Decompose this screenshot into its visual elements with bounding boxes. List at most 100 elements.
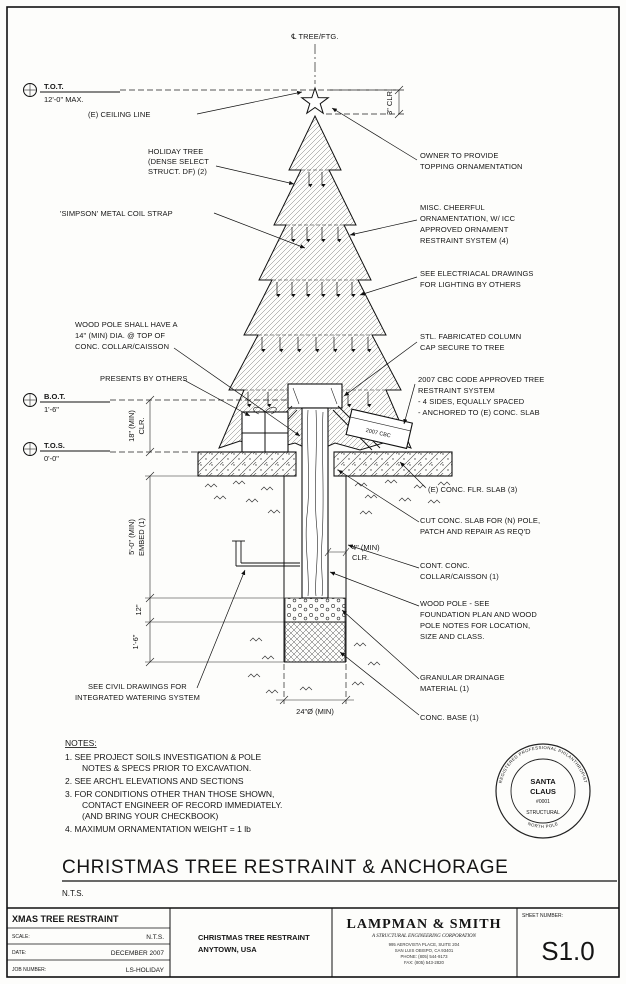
dim-embed: 5'-0" (MIN) EMBED (1) 12" 1'-6" xyxy=(127,471,284,667)
sheet-border xyxy=(6,6,620,978)
dim-embed-text: 5'-0" (MIN) xyxy=(127,519,136,555)
tot-value: 12'-0" MAX. xyxy=(44,95,84,104)
sheet-number-value: S1.0 xyxy=(541,936,595,966)
detail-title-text: CHRISTMAS TREE RESTRAINT & ANCHORAGE xyxy=(62,857,508,878)
scale-value: N.T.S. xyxy=(146,934,164,941)
ornament-label-1: MISC. CHEERFUL xyxy=(420,203,485,212)
seal-name-2: CLAUS xyxy=(530,787,556,796)
wood-pole-label: WOOD POLE - SEE FOUNDATION PLAN AND WOOD… xyxy=(420,599,537,641)
note-1b: NOTES & SPECS PRIOR TO EXCAVATION. xyxy=(82,763,251,773)
titleblock-project: XMAS TREE RESTRAINT xyxy=(12,914,119,924)
dim-3in-clr: 3" CLR. xyxy=(326,85,404,119)
watering-pipe xyxy=(232,540,300,567)
topping-label-1: OWNER TO PROVIDE xyxy=(420,151,498,160)
topping-label-2: TOPPING ORNAMENTATION xyxy=(420,162,523,171)
datum-tot: T.O.T. 12'-0" MAX. xyxy=(23,82,402,104)
holiday-tree-label: HOLIDAY TREE (DENSE SELECT STRUCT. DF) (… xyxy=(148,147,209,176)
drainage-label-2: MATERIAL (1) xyxy=(420,684,470,693)
dim-18in: 18" (MIN) CLR. xyxy=(127,395,155,457)
electrical-label-2: FOR LIGHTING BY OTHERS xyxy=(420,280,521,289)
tot-label: T.O.T. xyxy=(44,82,64,91)
column-cap-label: STL. FABRICATED COLUMN CAP SECURE TO TRE… xyxy=(420,332,521,352)
column-cap xyxy=(287,383,343,409)
dim-4clr-text: 4" (MIN) xyxy=(352,543,380,552)
civil-label-1: SEE CIVIL DRAWINGS FOR xyxy=(88,682,187,691)
datum-bot: B.O.T. 1'-6" xyxy=(23,392,288,414)
leader-lines xyxy=(173,90,426,716)
notes-heading: NOTES: xyxy=(65,738,97,748)
cap-label-1: STL. FABRICATED COLUMN xyxy=(420,332,521,341)
simpson-strap-label: 'SIMPSON' METAL COIL STRAP xyxy=(60,209,173,218)
pole-dia-label-3: CONC. COLLAR/CAISSON xyxy=(75,342,169,351)
civil-drawings-label: SEE CIVIL DRAWINGS FOR INTEGRATED WATERI… xyxy=(75,682,200,702)
cut-slab-label-1: CUT CONC. SLAB FOR (N) POLE, xyxy=(420,516,540,525)
ceiling-line-label: (E) CEILING LINE xyxy=(88,110,150,119)
drawing-title-line1: CHRISTMAS TREE RESTRAINT xyxy=(198,933,310,942)
collar-label-2: COLLAR/CAISSON (1) xyxy=(420,572,499,581)
seal-bottom-text: NORTH POLE xyxy=(527,821,559,829)
dim-3clr-text: 3" CLR. xyxy=(385,89,394,115)
centerline-callout: ℄ TREE/FTG. xyxy=(290,32,338,84)
wood-pole-label-3: POLE NOTES FOR LOCATION, xyxy=(420,621,530,630)
dim-12-text: 12" xyxy=(134,604,143,615)
holiday-tree-label-3: STRUCT. DF) (2) xyxy=(148,167,207,176)
base-label: CONC. BASE (1) xyxy=(420,713,479,722)
dim-24dia-text: 24"Ø (MIN) xyxy=(296,707,334,716)
topping-label: OWNER TO PROVIDE TOPPING ORNAMENTATION xyxy=(420,151,523,171)
wood-pole-label-2: FOUNDATION PLAN AND WOOD xyxy=(420,610,537,619)
restraint-label-4: - ANCHORED TO (E) CONC. SLAB xyxy=(418,408,540,417)
date-value: DECEMBER 2007 xyxy=(111,950,164,957)
note-3a: 3. FOR CONDITIONS OTHER THAN THOSE SHOWN… xyxy=(65,789,274,799)
granular-drainage xyxy=(284,597,346,623)
bot-value: 1'-6" xyxy=(44,405,59,414)
cut-slab-label: CUT CONC. SLAB FOR (N) POLE, PATCH AND R… xyxy=(420,516,540,536)
dim-4in-clr: 4" (MIN) CLR. xyxy=(324,543,380,562)
slab-label: (E) CONC. FLR. SLAB (3) xyxy=(428,485,518,494)
detail-scale: N.T.S. xyxy=(62,889,84,898)
restraint-system-label: 2007 CBC CODE APPROVED TREE RESTRAINT SY… xyxy=(418,375,544,417)
ornament-label-4: RESTRAINT SYSTEM (4) xyxy=(420,236,509,245)
presents-label: PRESENTS BY OTHERS xyxy=(100,374,188,383)
ornament-label-3: APPROVED ORNAMENT xyxy=(420,225,509,234)
note-4: 4. MAXIMUM ORNAMENTATION WEIGHT = 1 lb xyxy=(65,824,251,834)
centerline-label: ℄ TREE/FTG. xyxy=(290,32,338,41)
electrical-label-1: SEE ELECTRIACAL DRAWINGS xyxy=(420,269,534,278)
seal-discipline: STRUCTURAL xyxy=(526,810,560,816)
cap-label-2: CAP SECURE TO TREE xyxy=(420,343,505,352)
pole-dia-label-1: WOOD POLE SHALL HAVE A xyxy=(75,320,178,329)
tos-label: T.O.S. xyxy=(44,441,65,450)
gift-box-label: 2007 CBC xyxy=(365,428,391,440)
note-1a: 1. SEE PROJECT SOILS INVESTIGATION & POL… xyxy=(65,752,262,762)
drawing-title-line2: ANYTOWN, USA xyxy=(198,945,257,954)
cut-slab-label-2: PATCH AND REPAIR AS REQ'D xyxy=(420,527,531,536)
note-2: 2. SEE ARCH'L ELEVATIONS AND SECTIONS xyxy=(65,776,244,786)
firm-name: LAMPMAN & SMITH xyxy=(347,917,502,932)
notes-block: NOTES: 1. SEE PROJECT SOILS INVESTIGATIO… xyxy=(65,738,282,834)
dim-18-clr-text: CLR. xyxy=(137,417,146,434)
wood-pole-label-4: SIZE AND CLASS. xyxy=(420,632,484,641)
firm-subtitle: A STRUCTURAL ENGINEERING CORPORATION xyxy=(371,934,477,939)
ornament-label-2: ORNAMENTATION, W/ ICC xyxy=(420,214,516,223)
dim-1-6-text: 1'-6" xyxy=(131,634,140,649)
bot-label: B.O.T. xyxy=(44,392,65,401)
electrical-label: SEE ELECTRIACAL DRAWINGS FOR LIGHTING BY… xyxy=(420,269,534,289)
restraint-label-2: RESTRAINT SYSTEM xyxy=(418,386,495,395)
dim-24dia: 24"Ø (MIN) xyxy=(276,664,354,716)
collar-label-1: CONT. CONC. xyxy=(420,561,470,570)
note-3b: CONTACT ENGINEER OF RECORD IMMEDIATELY. xyxy=(82,800,282,810)
pe-stamp-seal: REGISTERED PROFESSIONAL PHILANTHROPIST N… xyxy=(495,743,591,839)
wood-pole xyxy=(301,407,329,599)
scale-label: SCALE: xyxy=(12,934,30,940)
drainage-label-1: GRANULAR DRAINAGE xyxy=(420,673,505,682)
holiday-tree-label-2: (DENSE SELECT xyxy=(148,157,209,166)
ornamentation-label: MISC. CHEERFUL ORNAMENTATION, W/ ICC APP… xyxy=(420,203,516,245)
date-label: DATE: xyxy=(12,950,26,956)
wood-pole-label-1: WOOD POLE - SEE xyxy=(420,599,489,608)
gift-box-tilted: 2007 CBC xyxy=(345,408,414,450)
civil-label-2: INTEGRATED WATERING SYSTEM xyxy=(75,693,200,702)
sheet-number-label: SHEET NUMBER: xyxy=(522,913,563,919)
tos-value: 0'-0" xyxy=(44,454,59,463)
holiday-tree-label-1: HOLIDAY TREE xyxy=(148,147,203,156)
